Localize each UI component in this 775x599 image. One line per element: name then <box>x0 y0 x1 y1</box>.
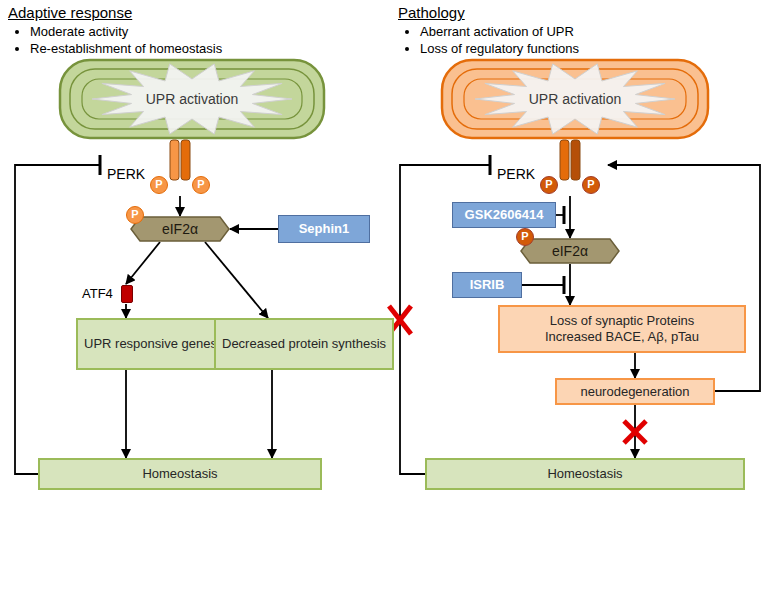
transcription-factor-mark <box>121 285 133 303</box>
arrow-connector <box>125 304 127 318</box>
inhibitor-bar <box>563 206 566 224</box>
pathology-box: Loss of synaptic Proteins Increased BACE… <box>498 305 746 353</box>
node-text: P <box>131 208 138 221</box>
node-text: P <box>155 178 162 191</box>
process-box: Homeostasis <box>425 458 745 490</box>
node-text: Homeostasis <box>142 466 217 482</box>
perk-receptor: PERK P P <box>100 140 218 196</box>
protein-hexagon: eIF2αP <box>130 216 230 242</box>
node-text: P <box>197 178 204 191</box>
phospho-circle: P <box>582 176 600 194</box>
er-membrane: UPR activation <box>440 58 710 140</box>
drug-box: ISRIB <box>452 272 522 298</box>
node-text: P <box>545 178 552 191</box>
atf4-factor: ATF4 <box>82 284 144 304</box>
inhibitor-bar <box>563 276 566 294</box>
node-text: UPR activation <box>529 91 622 108</box>
drug-box: GSK2606414 <box>452 202 556 228</box>
inhibitor-line <box>522 284 564 286</box>
bullet-point: Moderate activity <box>30 24 128 40</box>
node-text: GSK2606414 <box>465 207 544 223</box>
arrow-connector <box>126 242 160 284</box>
arrow-connector <box>569 264 571 305</box>
node-text: ISRIB <box>470 277 505 293</box>
arrow-connector <box>569 196 571 238</box>
arrow-connector <box>230 228 278 230</box>
arrow-connector <box>179 196 181 216</box>
drug-box: Sephin1 <box>278 215 370 243</box>
node-text: eIF2α <box>162 221 198 238</box>
process-box: UPR responsive genes <box>76 318 225 370</box>
node-text: Sephin1 <box>299 221 350 237</box>
phospho-circle: P <box>126 206 144 224</box>
bullet-point: Loss of regulatory functions <box>420 41 579 57</box>
arrow-connector <box>125 370 127 458</box>
panel-heading: Adaptive response <box>8 4 132 23</box>
blocked-cross <box>624 421 646 443</box>
arrow-connector <box>205 242 268 318</box>
node-text: neurodegeneration <box>580 384 689 400</box>
node-text: ATF4 <box>82 286 113 302</box>
phospho-circle: P <box>150 176 168 194</box>
node-text: PERK <box>107 166 145 183</box>
node-text: Decreased protein synthesis <box>222 336 386 352</box>
node-text: Homeostasis <box>547 466 622 482</box>
arrow-connector <box>608 165 760 391</box>
node-text: UPR responsive genes <box>84 336 217 352</box>
bullet-point: Re-establishment of homeostasis <box>30 41 222 57</box>
bullet-point: Aberrant activation of UPR <box>420 24 574 40</box>
protein-hexagon: eIF2αP <box>520 238 620 264</box>
phospho-circle: P <box>540 176 558 194</box>
node-text: UPR activation <box>146 91 239 108</box>
process-box: Decreased protein synthesis <box>214 318 394 370</box>
arrow-connector <box>634 353 636 378</box>
phospho-circle: P <box>516 228 534 246</box>
node-text: Loss of synaptic Proteins Increased BACE… <box>534 313 710 344</box>
process-box: Homeostasis <box>38 458 322 490</box>
node-text: PERK <box>497 166 535 183</box>
node-text: eIF2α <box>552 243 588 260</box>
perk-receptor: PERK P P <box>490 140 608 196</box>
phospho-circle: P <box>192 176 210 194</box>
panel-heading: Pathology <box>398 4 465 23</box>
node-text: P <box>587 178 594 191</box>
er-membrane: UPR activation <box>58 58 326 140</box>
arrow-connector <box>271 370 273 458</box>
node-text: P <box>521 230 528 243</box>
pathology-box: neurodegeneration <box>555 378 715 405</box>
